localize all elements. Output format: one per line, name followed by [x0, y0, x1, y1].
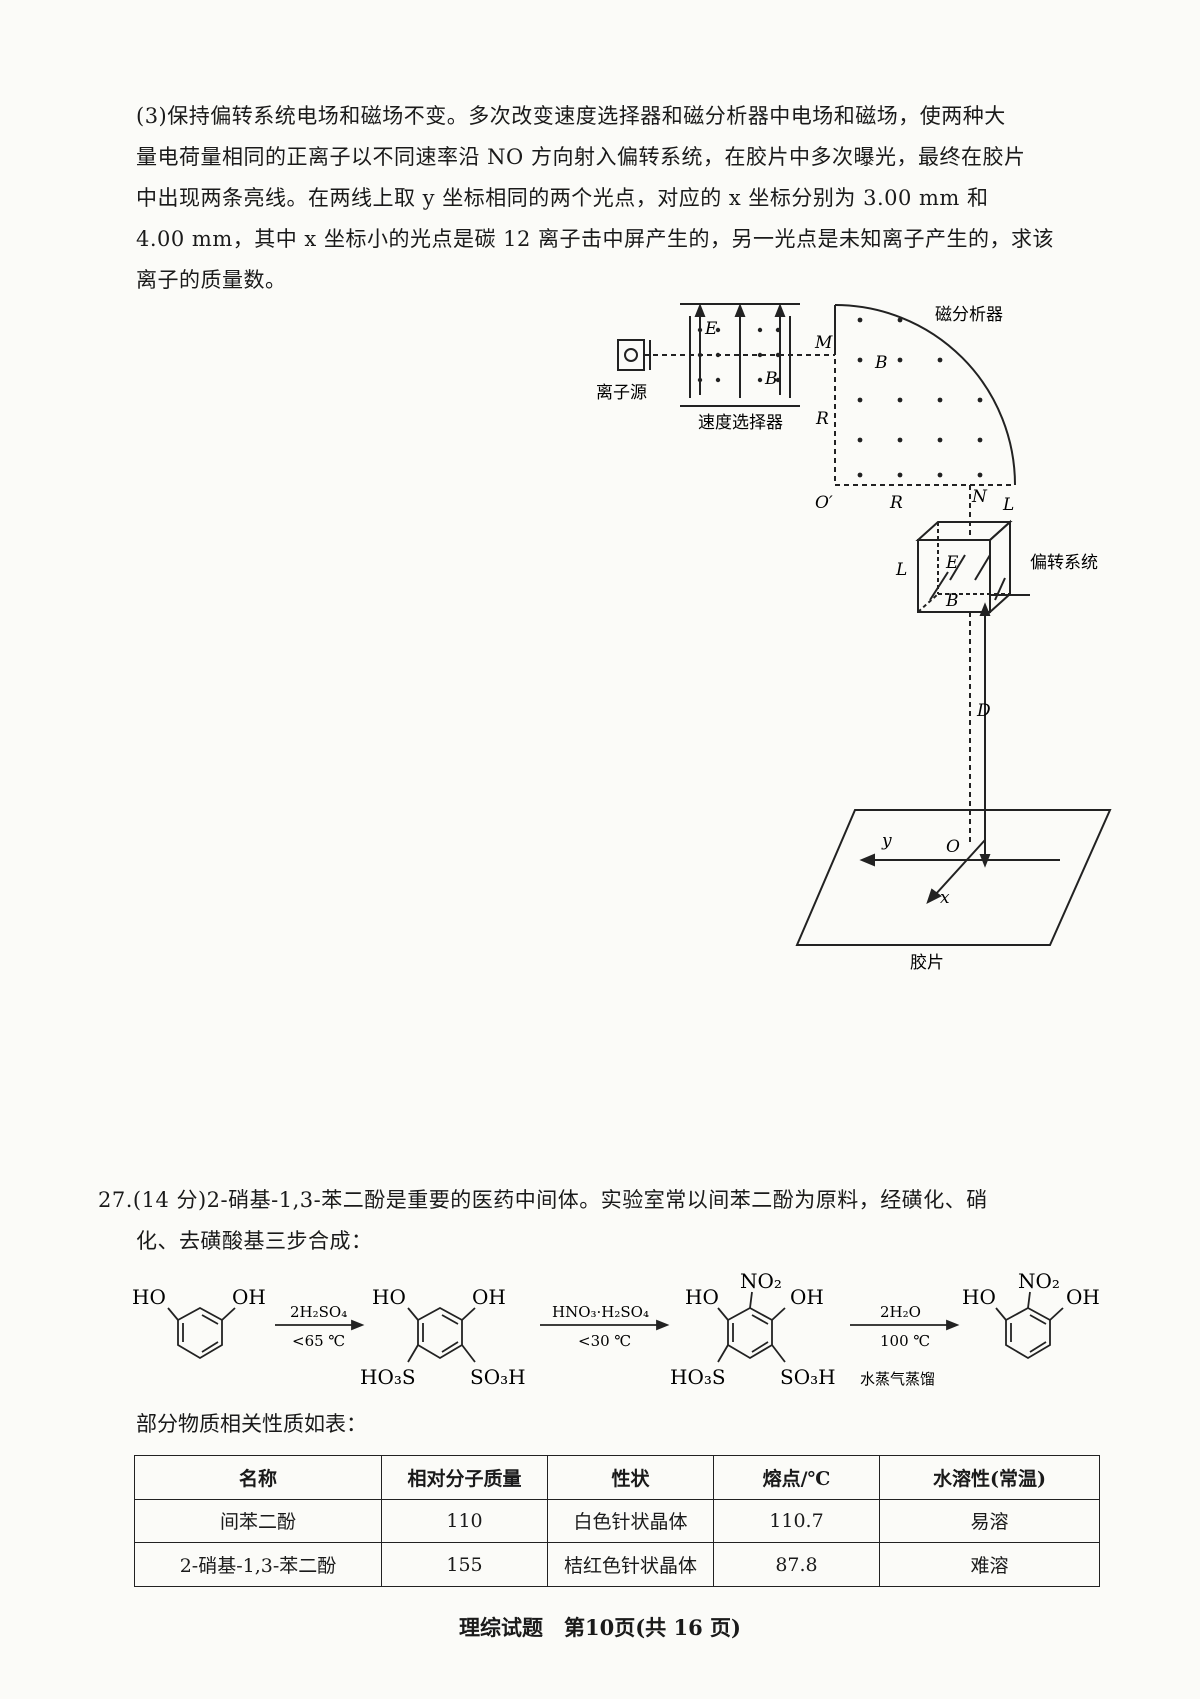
text-line: 量电荷量相同的正离子以不同速率沿 NO 方向射入偏转系统，在胶片中多次曝光，最终…: [136, 145, 1026, 169]
text-line: 化、去磺酸基三步合成：: [136, 1229, 373, 1253]
magnetic-analyzer-label: 磁分析器: [935, 305, 1003, 325]
cell: 难溶: [879, 1542, 1100, 1587]
header-melting-point: 熔点/℃: [713, 1455, 880, 1500]
step1-reagent: 2H₂SO₄: [290, 1303, 347, 1321]
deflect-E-label: E: [945, 553, 959, 573]
point-N-label: N: [971, 487, 988, 507]
mol3-no2: NO₂: [740, 1270, 782, 1293]
mol2-oh: OH: [472, 1285, 506, 1309]
mol4-oh: OH: [1066, 1285, 1100, 1309]
step2-condition: <30 ℃: [578, 1332, 631, 1350]
cell: 桔红色针状晶体: [547, 1542, 714, 1587]
cell: 110: [381, 1498, 548, 1544]
mol2-ho3s: HO₃S: [360, 1365, 416, 1389]
field-B-label: B: [764, 369, 778, 389]
cell: 2-硝基-1,3-苯二酚: [134, 1542, 382, 1587]
film-label: 胶片: [910, 953, 944, 973]
mol2-ho: HO: [372, 1285, 406, 1309]
table-row: 2-硝基-1,3-苯二酚 155 桔红色针状晶体 87.8 难溶: [134, 1542, 1100, 1587]
step2-reagent: HNO₃·H₂SO₄: [552, 1303, 649, 1321]
axis-y-label: y: [881, 831, 892, 851]
step3-reagent: 2H₂O: [880, 1303, 921, 1321]
deflect-B-label: B: [945, 591, 959, 611]
radius-R-horizontal-label: R: [889, 493, 903, 513]
table-header-row: 名称 相对分子质量 性状 熔点/℃ 水溶性(常温): [134, 1455, 1100, 1500]
reaction-scheme: HO OH HO OH HO₃S SO₃H HO NO₂ OH HO₃S SO₃…: [132, 1270, 1100, 1389]
mass-spectrometer-figure: 离子源 速度选择器 磁分析器 偏转系统 胶片 E B M B R O′ R N …: [596, 303, 1112, 973]
text-line: 离子的质量数。: [136, 268, 287, 292]
text-line: 中出现两条亮线。在两线上取 y 坐标相同的两个光点，对应的 x 坐标分别为 3.…: [136, 186, 989, 210]
step1-condition: <65 ℃: [292, 1332, 345, 1350]
step3-note: 水蒸气蒸馏: [860, 1370, 935, 1388]
mol3-oh: OH: [790, 1285, 824, 1309]
text-line: 4.00 mm，其中 x 坐标小的光点是碳 12 离子击中屏产生的，另一光点是未…: [136, 227, 1055, 251]
question-26-part-3: (3)保持偏转系统电场和磁场不变。多次改变速度选择器和磁分析器中电场和磁场，使两…: [136, 96, 1126, 301]
mol3-ho: HO: [685, 1285, 719, 1309]
header-name: 名称: [134, 1455, 382, 1500]
origin-O-label: O: [946, 837, 960, 857]
velocity-selector-label: 速度选择器: [698, 413, 783, 433]
cell: 易溶: [879, 1498, 1100, 1544]
ion-source-label: 离子源: [596, 383, 647, 403]
header-solubility: 水溶性(常温): [879, 1455, 1100, 1500]
radius-R-vertical-label: R: [815, 409, 829, 429]
distance-D-label: D: [976, 701, 991, 721]
cell: 110.7: [713, 1498, 880, 1544]
field-E-label: E: [704, 319, 718, 339]
text-line: 27.(14 分)2-硝基-1,3-苯二酚是重要的医药中间体。实验室常以间苯二酚…: [98, 1188, 988, 1212]
table-row: 间苯二酚 110 白色针状晶体 110.7 易溶: [134, 1498, 1100, 1544]
step3-condition: 100 ℃: [880, 1332, 930, 1350]
cell: 白色针状晶体: [547, 1498, 714, 1544]
header-molar-mass: 相对分子质量: [381, 1455, 548, 1500]
question-27: 27.(14 分)2-硝基-1,3-苯二酚是重要的医药中间体。实验室常以间苯二酚…: [98, 1180, 1128, 1262]
header-appearance: 性状: [547, 1455, 714, 1500]
mol3-so3h: SO₃H: [780, 1365, 836, 1389]
point-M-label: M: [814, 333, 833, 353]
cell: 87.8: [713, 1542, 880, 1587]
mol3-ho3s: HO₃S: [670, 1365, 726, 1389]
cell: 155: [381, 1542, 548, 1587]
text-line: (3)保持偏转系统电场和磁场不变。多次改变速度选择器和磁分析器中电场和磁场，使两…: [136, 104, 1006, 128]
analyzer-B-label: B: [874, 353, 888, 373]
mol1-oh: OH: [232, 1285, 266, 1309]
mol4-no2: NO₂: [1018, 1270, 1060, 1293]
axis-x-label: x: [940, 888, 950, 908]
mol1-ho: HO: [132, 1285, 166, 1309]
point-O-prime-label: O′: [815, 493, 833, 513]
mol2-so3h: SO₃H: [470, 1365, 526, 1389]
deflection-system-label: 偏转系统: [1030, 553, 1098, 573]
length-L-top-label: L: [1002, 495, 1014, 515]
table-intro: 部分物质相关性质如表：: [136, 1412, 367, 1436]
page-footer: 理综试题 第10页(共 16 页): [459, 1615, 741, 1640]
cell: 间苯二酚: [134, 1498, 382, 1544]
length-L-side-label: L: [895, 560, 907, 580]
mol4-ho: HO: [962, 1285, 996, 1309]
properties-table: 名称 相对分子质量 性状 熔点/℃ 水溶性(常温) 间苯二酚 110 白色针状晶…: [134, 1455, 1100, 1587]
